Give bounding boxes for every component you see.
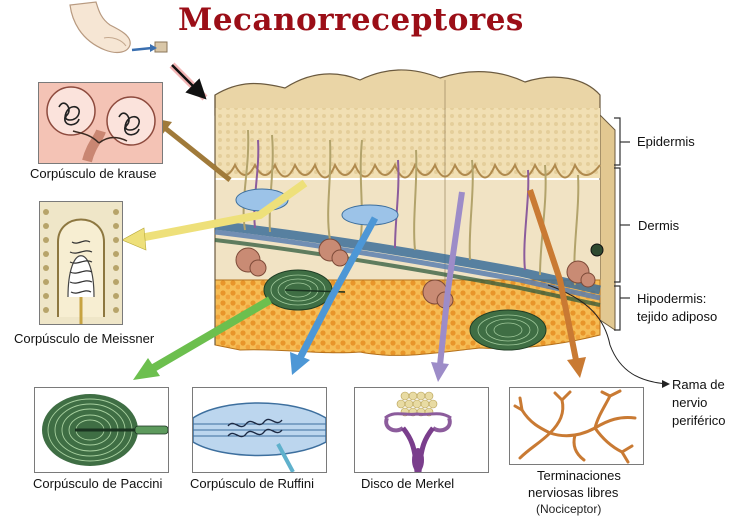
block-pacinian-left	[263, 269, 346, 311]
label-ruffini: Corpúsculo de Ruffini	[190, 476, 315, 491]
ruffini-corpuscle-illustration	[192, 402, 327, 473]
label-hipodermis-line2: tejido adiposo	[637, 309, 718, 324]
label-krause: Corpúsculo de krause	[30, 166, 157, 181]
arrow-libres	[527, 189, 586, 378]
finger-pressing-icon	[69, 1, 168, 54]
label-rama-line2: nervio	[672, 395, 708, 410]
block-pacinian-right	[469, 309, 547, 351]
label-dermis: Dermis	[638, 218, 680, 233]
merkel-disc-illustration	[384, 391, 452, 473]
krause-panel	[38, 82, 163, 164]
meissner-panel	[39, 201, 123, 325]
label-rama-line1: Rama de	[672, 377, 725, 392]
label-nociceptor: (Nociceptor)	[536, 502, 602, 516]
label-merkel: Disco de Merkel	[361, 476, 455, 491]
krause-corpuscle-illustration	[46, 86, 156, 163]
arrow-ruffini	[290, 216, 379, 375]
free-nerve-endings-illustration	[513, 389, 637, 464]
label-libres-line1: Terminaciones	[537, 468, 621, 483]
pointer-arrow-icon	[169, 62, 208, 101]
label-paccini: Corpúsculo de Paccini	[33, 476, 163, 491]
merkel-panel	[354, 387, 489, 473]
paccini-panel	[34, 387, 169, 473]
label-libres-line2: nerviosas libres	[528, 485, 619, 500]
arrow-merkel	[431, 191, 465, 382]
page-title: Mecanorreceptores	[178, 2, 524, 38]
paccini-corpuscle-illustration	[42, 394, 169, 466]
label-hipodermis-line1: Hipodermis:	[637, 291, 707, 306]
label-epidermis: Epidermis	[637, 134, 695, 149]
ruffini-panel	[192, 387, 327, 473]
label-rama-line3: periférico	[672, 413, 726, 428]
layer-brackets	[614, 117, 630, 331]
libres-panel	[509, 387, 644, 465]
arrow-paccini	[133, 296, 273, 380]
arrow-meissner	[121, 179, 308, 251]
meissner-corpuscle-illustration	[40, 202, 122, 324]
label-meissner: Corpúsculo de Meissner	[14, 331, 155, 346]
skin-block	[214, 69, 604, 356]
